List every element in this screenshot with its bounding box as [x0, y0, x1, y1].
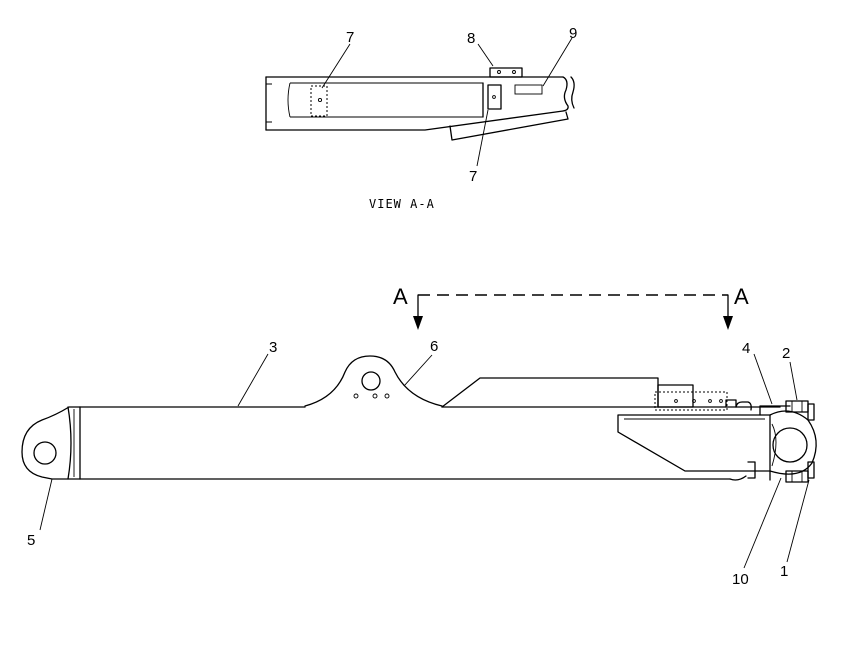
callout-top-7: 7 [346, 29, 354, 46]
callout-top-7b: 7 [469, 168, 477, 185]
callout-5: 5 [27, 532, 35, 549]
callout-2: 2 [782, 345, 790, 362]
callout-top-9: 9 [569, 25, 577, 42]
callout-4: 4 [742, 340, 750, 357]
section-marker-right: A [734, 284, 749, 309]
view-label: VIEW A-A [369, 197, 435, 211]
callout-top-8: 8 [467, 30, 475, 47]
callout-6: 6 [430, 338, 438, 355]
section-line-a-a: A A [393, 284, 749, 330]
callout-10: 10 [732, 571, 749, 588]
section-view-a-a: 7 8 9 7 VIEW A-A [265, 25, 577, 211]
callout-1: 1 [780, 563, 788, 580]
callout-3: 3 [269, 339, 277, 356]
section-marker-left: A [393, 284, 408, 309]
boom-assembly: 3 6 4 2 5 10 1 [21, 338, 817, 588]
